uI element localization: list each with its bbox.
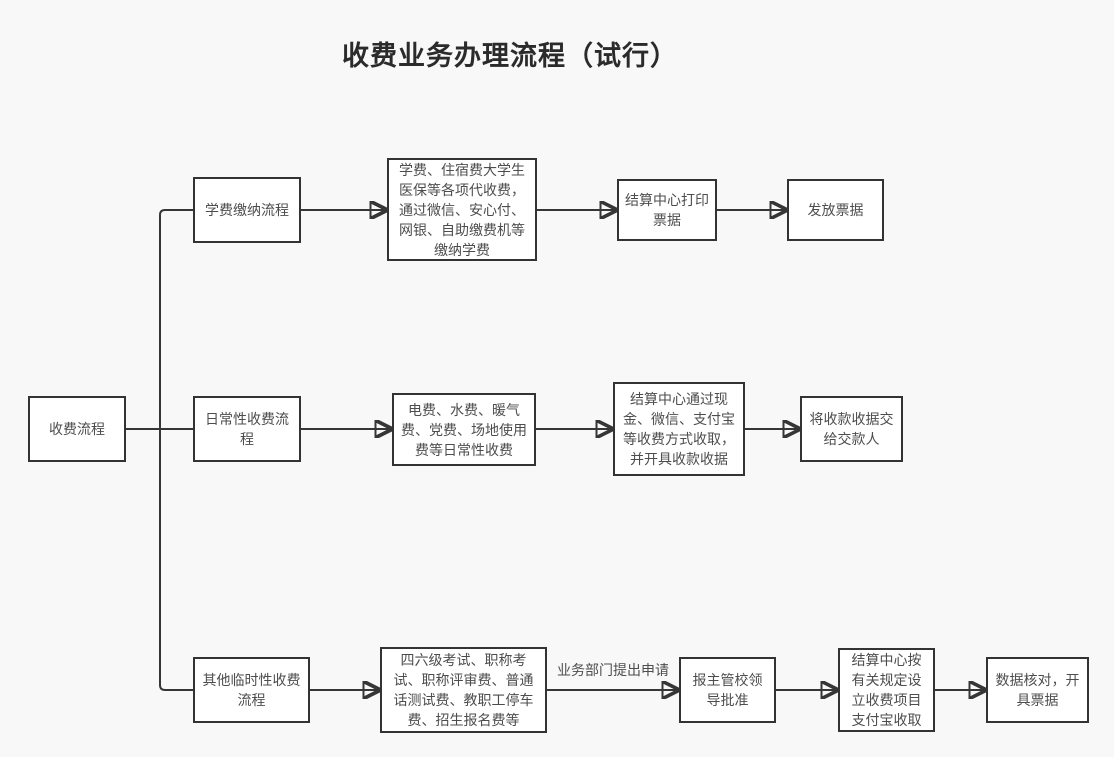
edge-label-business-dept-apply: 业务部门提出申请 — [557, 662, 669, 678]
node-settlement-center-print-receipt: 结算中心打印票据 — [617, 179, 717, 241]
node-tuition-payment-process: 学费缴纳流程 — [193, 177, 301, 243]
node-settlement-center-setup-alipay: 结算中心按有关规定设立收费项目支付宝收取 — [838, 648, 935, 732]
node-report-school-leader-approval: 报主管校领导批准 — [679, 657, 776, 723]
node-other-fee-items: 四六级考试、职称考试、职称评审费、普通话测试费、教职工停车费、招生报名费等 — [380, 647, 547, 733]
node-settlement-center-collect: 结算中心通过现金、微信、支付宝等收费方式收取，并开具收款收据 — [613, 382, 745, 476]
node-issue-receipt: 发放票据 — [787, 179, 884, 241]
node-other-temporary-fee-process: 其他临时性收费流程 — [193, 657, 310, 723]
node-daily-fee-process: 日常性收费流程 — [193, 396, 301, 462]
node-give-receipt-to-payer: 将收款收据交给交款人 — [800, 396, 903, 462]
node-tuition-payment-methods: 学费、住宿费大学生医保等各项代收费，通过微信、安心付、网银、自助缴费机等缴纳学费 — [387, 158, 537, 261]
node-fee-process-root: 收费流程 — [28, 396, 126, 462]
node-data-check-issue-receipt: 数据核对，开具票据 — [986, 657, 1089, 723]
flow-title: 收费业务办理流程（试行） — [342, 41, 678, 71]
node-daily-fee-items: 电费、水费、暖气费、党费、场地使用费等日常性收费 — [392, 393, 536, 466]
